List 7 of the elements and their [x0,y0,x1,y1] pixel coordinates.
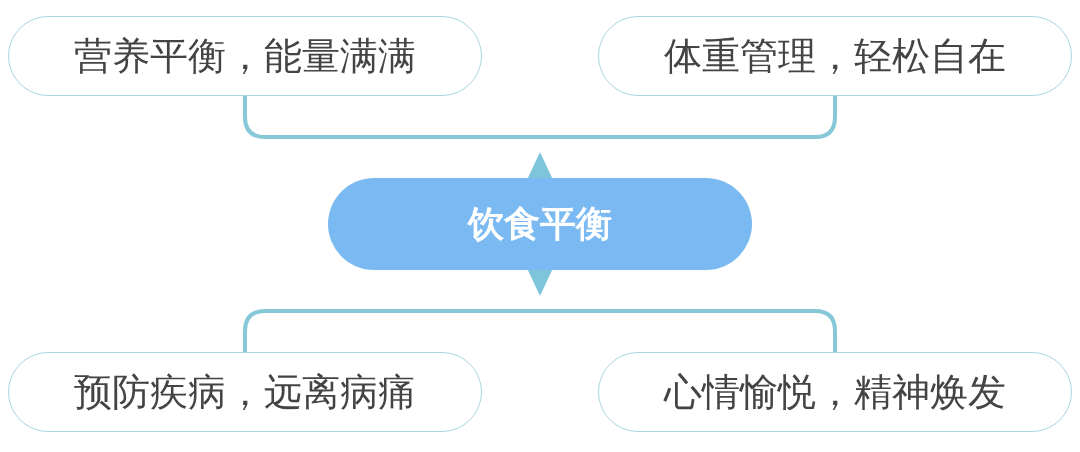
bracket-connector [243,309,837,352]
topic-pill: 体重管理，轻松自在 [598,16,1072,96]
central-topic-pill: 饮食平衡 [328,178,752,270]
bracket-connector [243,96,837,139]
topic-pill: 预防疾病，远离病痛 [8,352,482,432]
topic-pill: 心情愉悦，精神焕发 [598,352,1072,432]
topic-pill: 营养平衡，能量满满 [8,16,482,96]
